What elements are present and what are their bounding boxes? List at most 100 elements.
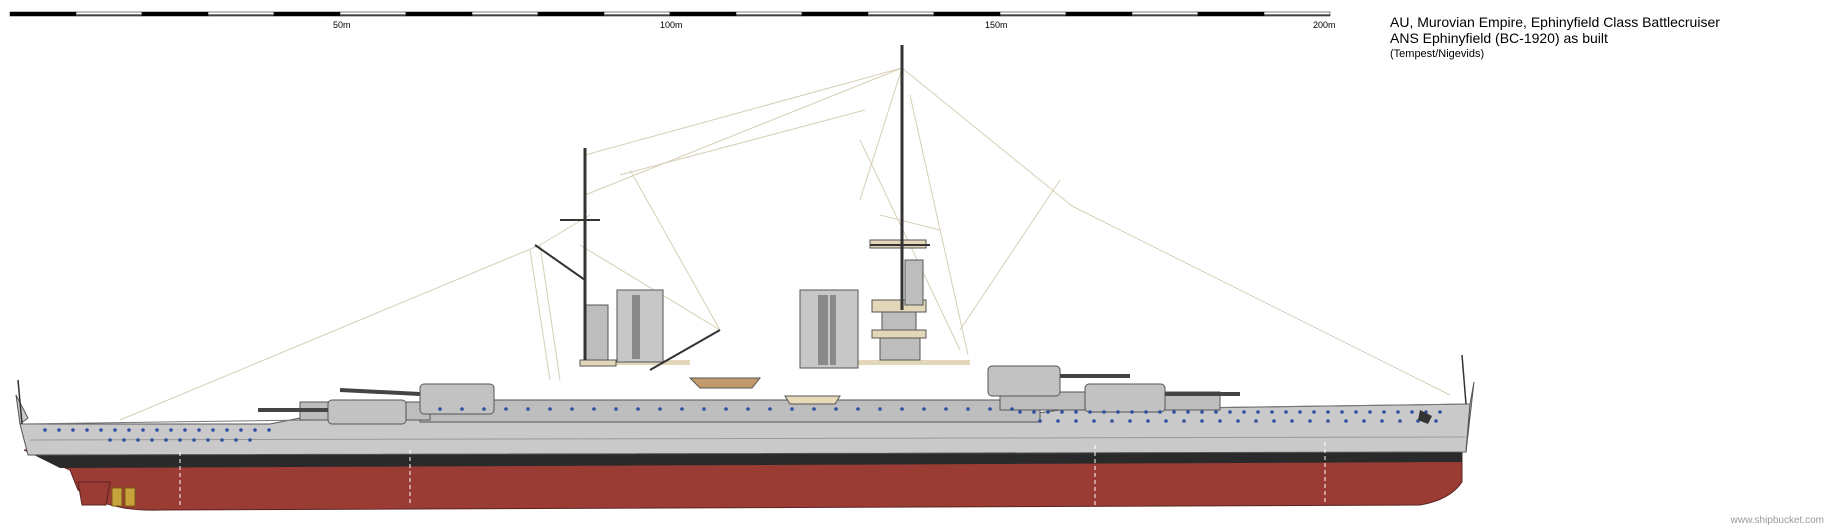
- porthole: [1312, 410, 1316, 414]
- info-title: AU, Murovian Empire, Ephinyfield Class B…: [1390, 14, 1720, 30]
- porthole: [43, 428, 47, 432]
- porthole: [1172, 410, 1176, 414]
- info-subtitle: ANS Ephinyfield (BC-1920) as built: [1390, 30, 1608, 46]
- porthole: [1018, 410, 1022, 414]
- deck-wood-2: [830, 360, 970, 365]
- porthole: [1236, 419, 1240, 423]
- porthole: [570, 407, 574, 411]
- porthole: [856, 407, 860, 411]
- porthole: [206, 438, 210, 442]
- porthole: [504, 407, 508, 411]
- porthole: [1380, 419, 1384, 423]
- porthole: [614, 407, 618, 411]
- scale-segment: [1263, 11, 1331, 17]
- deckhouse-main: [419, 399, 1041, 423]
- anchor-icon: [1418, 410, 1432, 424]
- porthole: [1354, 410, 1358, 414]
- porthole: [658, 407, 662, 411]
- porthole: [702, 407, 706, 411]
- porthole: [197, 428, 201, 432]
- porthole: [1186, 410, 1190, 414]
- porthole: [1182, 419, 1186, 423]
- porthole: [267, 428, 271, 432]
- porthole: [1396, 410, 1400, 414]
- porthole: [1158, 410, 1162, 414]
- porthole: [1088, 410, 1092, 414]
- porthole: [1340, 410, 1344, 414]
- porthole: [592, 407, 596, 411]
- porthole: [812, 407, 816, 411]
- porthole: [482, 407, 486, 411]
- porthole: [127, 428, 131, 432]
- scale-label-150m: 150m: [985, 20, 1008, 30]
- porthole: [164, 438, 168, 442]
- porthole: [724, 407, 728, 411]
- portholes: [43, 407, 1442, 442]
- porthole: [548, 407, 552, 411]
- porthole: [1272, 419, 1276, 423]
- porthole: [178, 438, 182, 442]
- porthole: [1032, 410, 1036, 414]
- porthole: [526, 407, 530, 411]
- porthole: [1214, 410, 1218, 414]
- bow-jackstaff: [1461, 354, 1467, 405]
- porthole: [1110, 419, 1114, 423]
- porthole: [900, 407, 904, 411]
- porthole: [99, 428, 103, 432]
- porthole: [878, 407, 882, 411]
- porthole: [1344, 419, 1348, 423]
- porthole: [183, 428, 187, 432]
- porthole: [1046, 410, 1050, 414]
- porthole: [922, 407, 926, 411]
- porthole: [1382, 410, 1386, 414]
- porthole: [1144, 410, 1148, 414]
- porthole: [1130, 410, 1134, 414]
- porthole: [220, 438, 224, 442]
- porthole: [150, 438, 154, 442]
- porthole: [1128, 419, 1132, 423]
- boat-crane: [649, 329, 721, 371]
- porthole: [1218, 419, 1222, 423]
- porthole: [1074, 419, 1078, 423]
- porthole: [248, 438, 252, 442]
- turret-b: [1084, 383, 1240, 413]
- porthole: [1434, 419, 1438, 423]
- porthole: [1164, 419, 1168, 423]
- scale-label-100m: 100m: [660, 20, 683, 30]
- porthole: [1256, 410, 1260, 414]
- porthole: [944, 407, 948, 411]
- watermark: www.shipbucket.com: [1730, 515, 1824, 526]
- porthole: [1410, 410, 1414, 414]
- porthole: [192, 438, 196, 442]
- porthole: [85, 428, 89, 432]
- scale-bar: [9, 11, 1331, 17]
- porthole: [225, 428, 229, 432]
- rudder: [77, 481, 111, 506]
- porthole: [1116, 410, 1120, 414]
- porthole: [460, 407, 464, 411]
- porthole: [113, 428, 117, 432]
- porthole: [790, 407, 794, 411]
- porthole: [1056, 419, 1060, 423]
- porthole: [1228, 410, 1232, 414]
- porthole: [438, 407, 442, 411]
- funnel-aft: [616, 289, 664, 363]
- porthole: [169, 428, 173, 432]
- porthole: [155, 428, 159, 432]
- porthole: [680, 407, 684, 411]
- porthole: [239, 428, 243, 432]
- launch-boat: [688, 377, 762, 389]
- rigging-lines: [119, 67, 1451, 421]
- porthole: [1308, 419, 1312, 423]
- porthole: [122, 438, 126, 442]
- porthole: [1284, 410, 1288, 414]
- turret-y: [258, 399, 407, 425]
- porthole: [1242, 410, 1246, 414]
- info-credits: (Tempest/Nigevids): [1390, 48, 1485, 60]
- propellers: [111, 487, 136, 507]
- porthole: [211, 428, 215, 432]
- porthole: [1298, 410, 1302, 414]
- porthole: [636, 407, 640, 411]
- porthole: [988, 407, 992, 411]
- porthole: [1254, 419, 1258, 423]
